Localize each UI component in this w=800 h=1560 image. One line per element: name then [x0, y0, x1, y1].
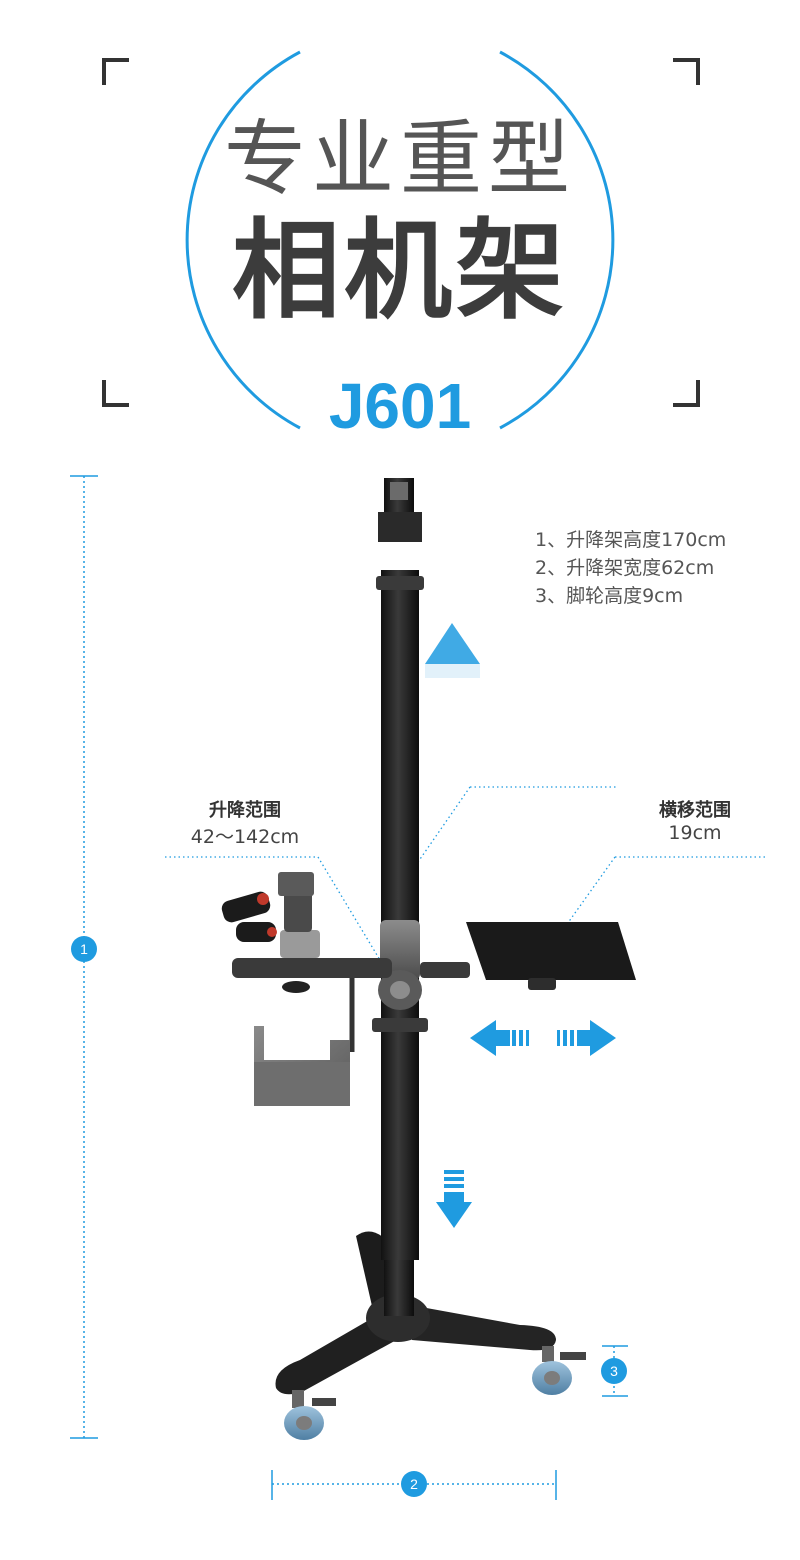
lift-range-value: 42～142cm [190, 826, 300, 848]
accessory-box [254, 1026, 350, 1106]
center-column [372, 478, 428, 1260]
lift-range-title: 升降范围 [209, 800, 281, 821]
corner-brackets [102, 58, 700, 407]
pan-handle-lower [236, 922, 277, 942]
spec-item: 1、升降架高度170cm [535, 529, 727, 551]
dimension-marker-3: 3 [601, 1358, 627, 1384]
shift-range-value: 19cm [668, 822, 722, 844]
caster-right [532, 1346, 586, 1395]
dimension-marker-2: 2 [401, 1471, 427, 1497]
spec-list: 1、升降架高度170cm 2、升降架宽度62cm 3、脚轮高度9cm [535, 526, 775, 610]
model-number: J601 [328, 370, 472, 442]
spec-item: 3、脚轮高度9cm [535, 585, 684, 607]
title-line-2: 相机架 [231, 209, 568, 334]
title-circle [185, 50, 615, 430]
spec-item: 2、升降架宽度62cm [535, 557, 715, 579]
shift-range-label: 横移范围 19cm [630, 796, 760, 844]
down-arrow [436, 1170, 472, 1228]
shift-range-title: 横移范围 [659, 800, 731, 821]
tripod-base [275, 1230, 586, 1440]
shift-arrows [470, 1020, 616, 1056]
camera-arm [221, 872, 470, 1052]
title-line-1: 专业重型 [223, 112, 576, 207]
lift-range-label: 升降范围 42～142cm [170, 796, 320, 849]
pan-handle-upper [221, 891, 271, 923]
caster-left [284, 1390, 336, 1440]
laptop-tray [466, 922, 636, 990]
up-arrow-faded [425, 623, 480, 664]
dimension-marker-1: 1 [71, 936, 97, 962]
